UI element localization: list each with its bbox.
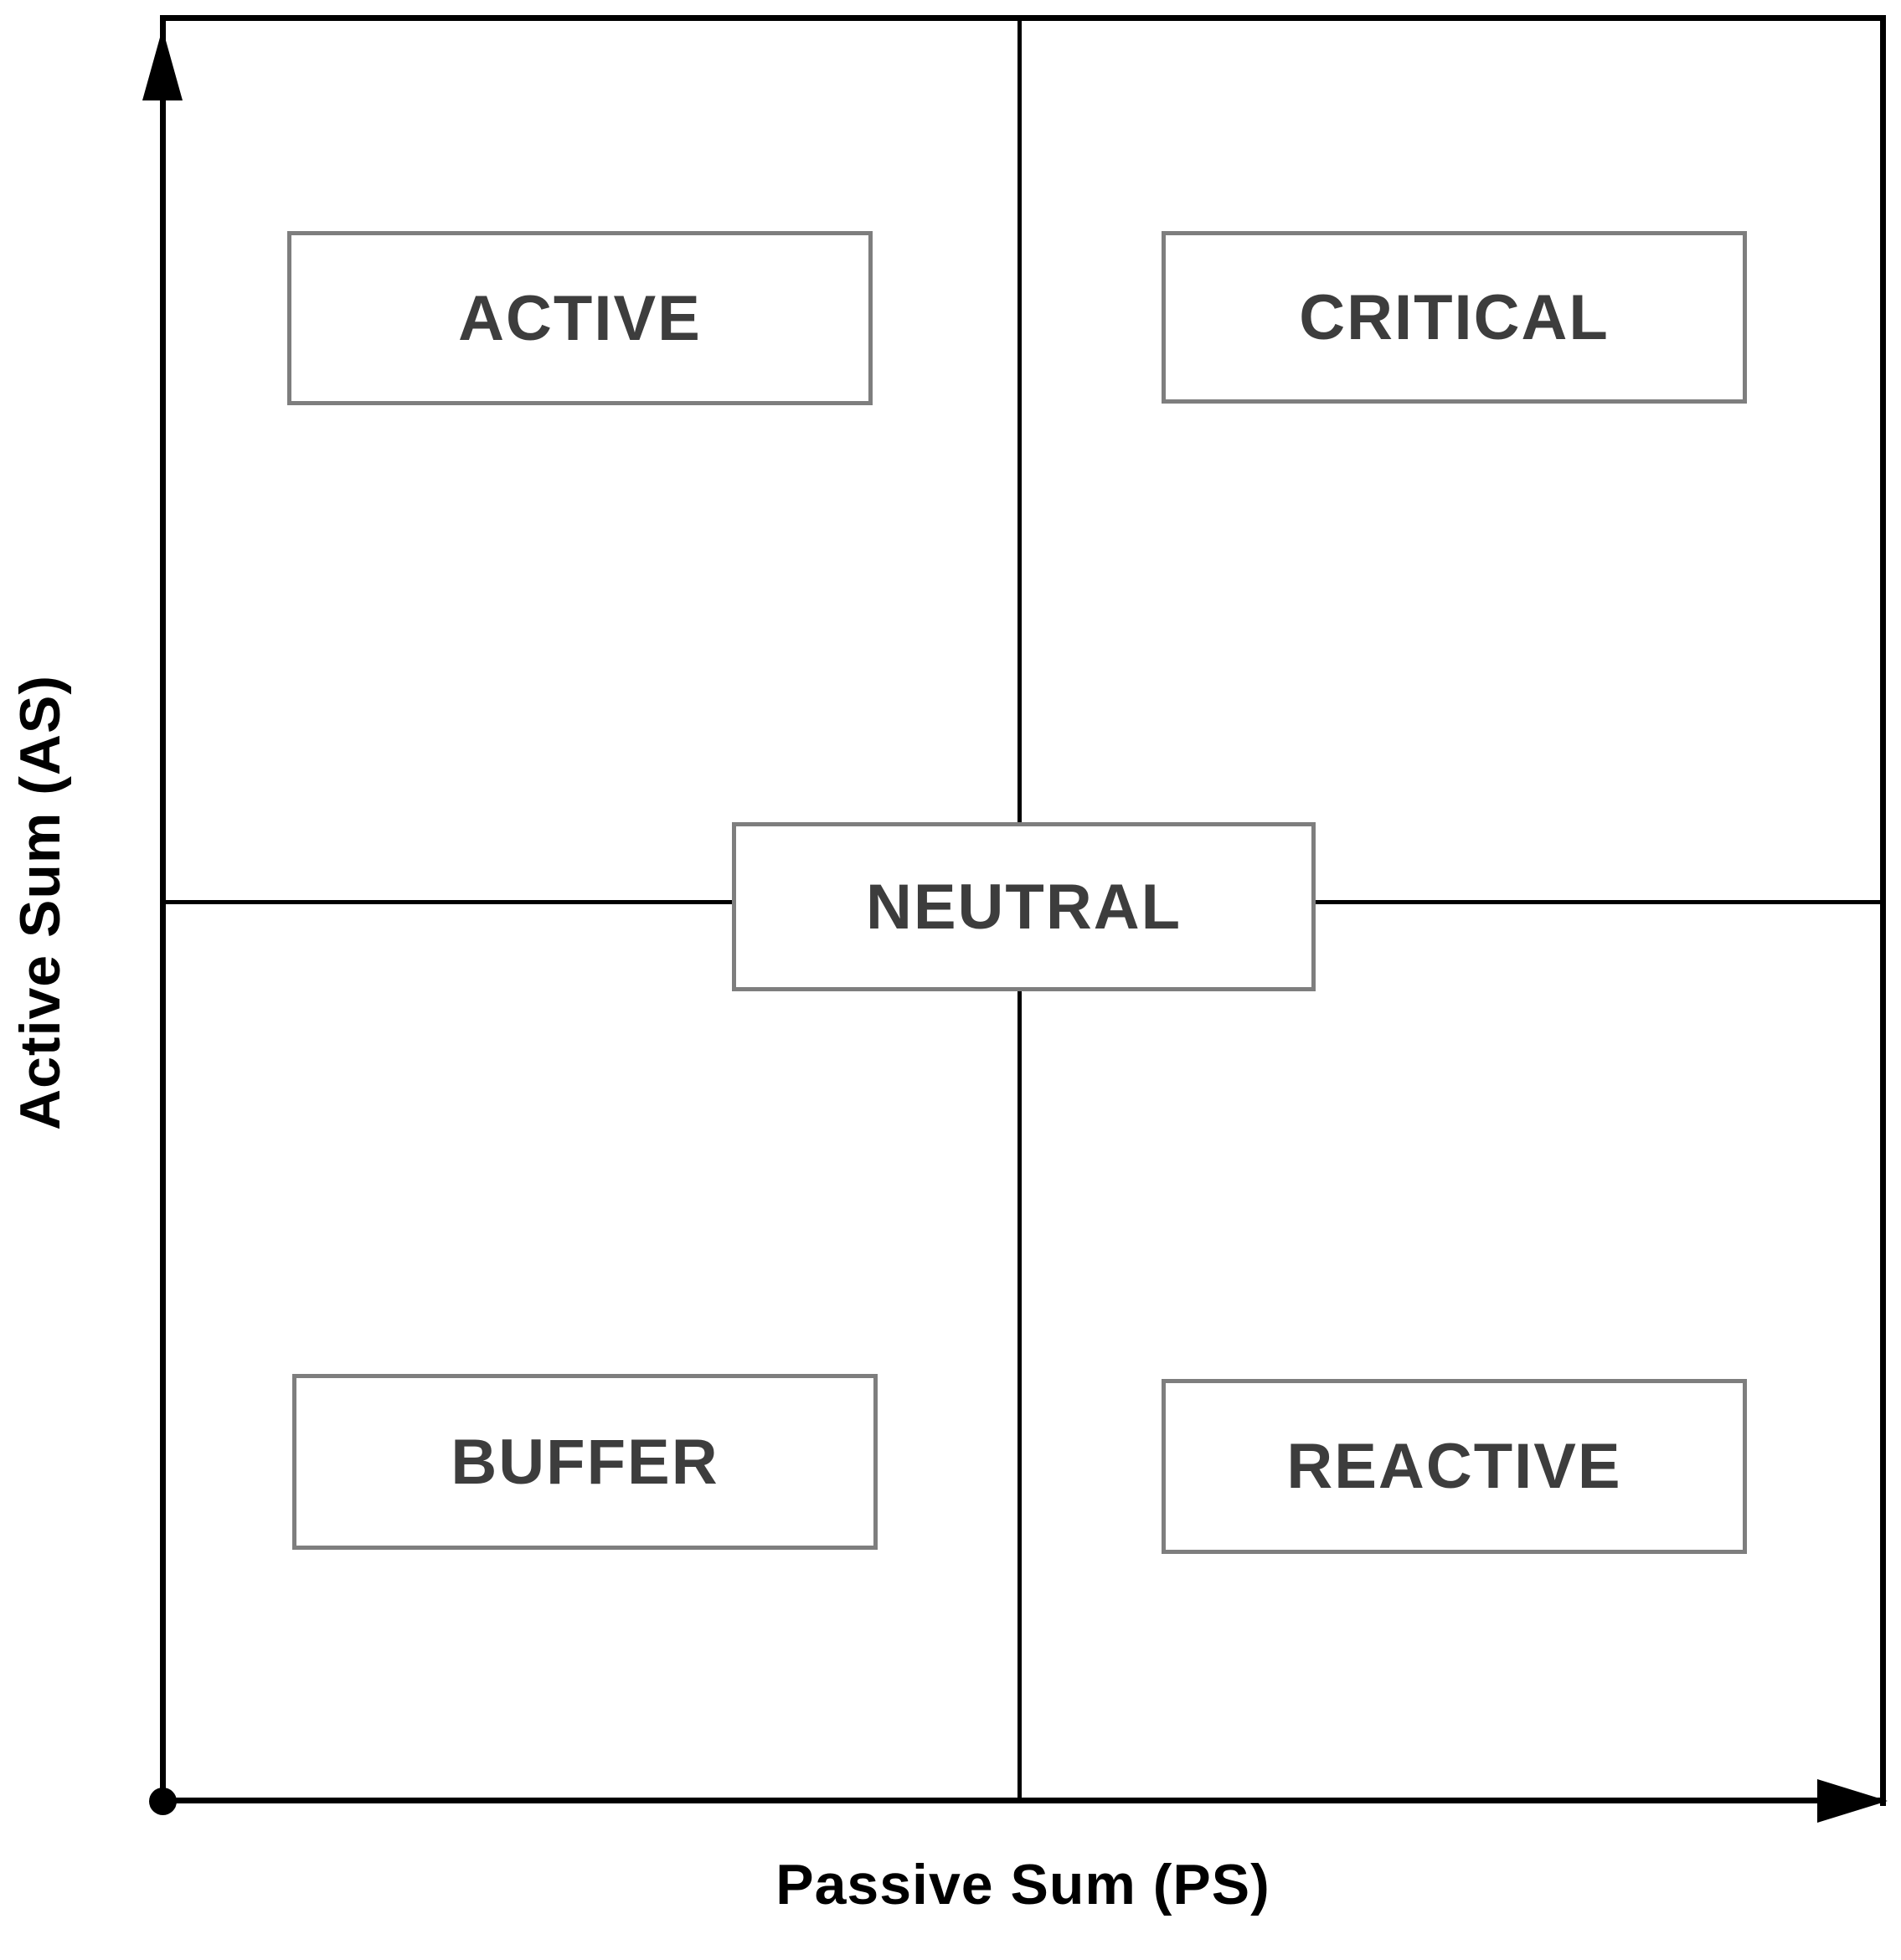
x-axis-arrow-right-icon <box>1817 1779 1888 1823</box>
quadrant-label-active: ACTIVE <box>458 282 702 354</box>
x-axis-label: Passive Sum (PS) <box>775 1853 1270 1916</box>
quadrant-box-neutral: NEUTRAL <box>732 822 1316 991</box>
quadrant-label-critical: CRITICAL <box>1299 281 1610 353</box>
y-axis-arrow-up-icon <box>142 28 183 100</box>
quadrant-label-neutral: NEUTRAL <box>865 871 1182 943</box>
origin-dot <box>149 1788 177 1815</box>
top-border-line <box>160 15 1886 21</box>
quadrant-box-active: ACTIVE <box>287 231 873 405</box>
y-axis-label: Active Sum (AS) <box>8 675 72 1130</box>
quadrant-box-critical: CRITICAL <box>1162 231 1747 404</box>
y-axis-line <box>160 20 166 1803</box>
quadrant-box-reactive: REACTIVE <box>1162 1379 1747 1554</box>
quadrant-label-buffer: BUFFER <box>451 1426 719 1498</box>
x-axis-line <box>160 1798 1886 1803</box>
quadrant-label-reactive: REACTIVE <box>1286 1431 1622 1502</box>
right-border-line <box>1880 15 1886 1806</box>
quadrant-box-buffer: BUFFER <box>292 1374 878 1550</box>
